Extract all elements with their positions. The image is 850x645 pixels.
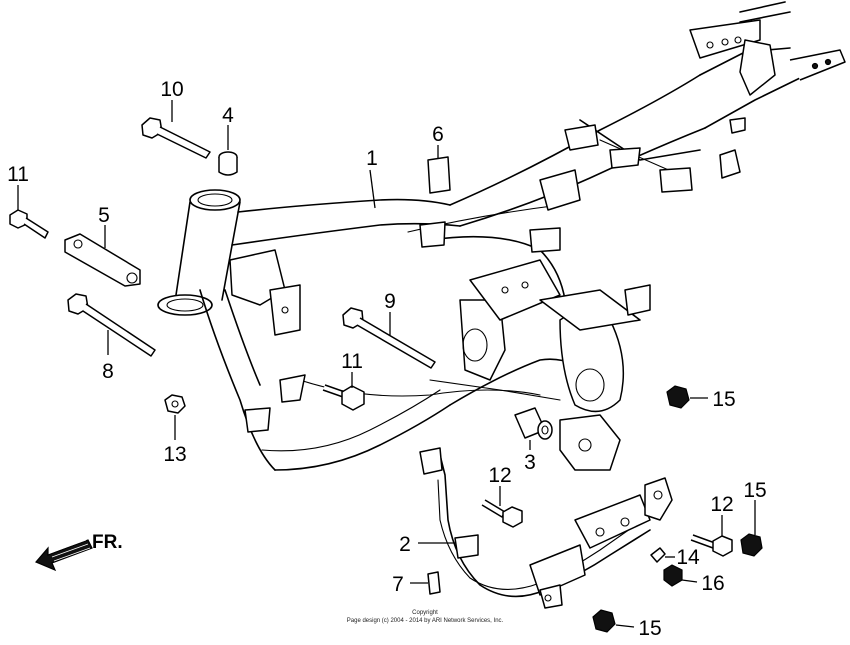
copyright-line-2: Page design (c) 2004 - 2014 by ARI Netwo… bbox=[347, 618, 504, 624]
direction-label: FR. bbox=[92, 532, 123, 553]
callout-15-top: 15 bbox=[712, 388, 735, 411]
bolt-12-center bbox=[481, 499, 523, 528]
callout-4: 4 bbox=[222, 104, 234, 127]
callout-15-right: 15 bbox=[743, 479, 766, 502]
callout-9: 9 bbox=[384, 290, 396, 313]
callout-7: 7 bbox=[392, 573, 404, 596]
nut-13 bbox=[164, 394, 186, 414]
callout-11-left: 11 bbox=[7, 163, 29, 186]
lower-cradle bbox=[419, 447, 673, 609]
callout-10: 10 bbox=[160, 78, 183, 101]
callout-8: 8 bbox=[102, 360, 114, 383]
callout-2: 2 bbox=[399, 533, 411, 556]
callout-3: 3 bbox=[524, 451, 536, 474]
callout-labels: 1 2 3 4 5 6 7 8 9 10 11 11 12 12 13 14 1… bbox=[7, 78, 767, 640]
nut-15-bottom bbox=[592, 609, 616, 633]
callout-13: 13 bbox=[163, 443, 186, 466]
copyright-line-1: Copyright bbox=[412, 610, 438, 616]
callout-12-right: 12 bbox=[710, 493, 733, 516]
callout-12-center: 12 bbox=[488, 464, 511, 487]
collar-3 bbox=[514, 407, 553, 440]
bolt-9 bbox=[342, 307, 436, 369]
collar-4 bbox=[218, 151, 238, 176]
callout-1: 1 bbox=[366, 147, 378, 170]
nut-15-top bbox=[666, 385, 690, 409]
plate-6 bbox=[427, 156, 451, 194]
nut-15-mid bbox=[740, 533, 763, 557]
bolt-12-right bbox=[690, 534, 733, 557]
bolt-11-left bbox=[9, 209, 49, 239]
bolt-10 bbox=[141, 117, 211, 159]
callout-5: 5 bbox=[98, 204, 110, 227]
bracket-5 bbox=[64, 233, 141, 287]
front-direction-arrow: FR. bbox=[35, 532, 123, 572]
copyright-notice: Copyright Page design (c) 2004 - 2014 by… bbox=[347, 610, 504, 624]
bolt-8 bbox=[67, 293, 156, 357]
bolt-11-center bbox=[322, 384, 365, 411]
leader-lines bbox=[17, 100, 756, 628]
main-frame bbox=[157, 1, 846, 471]
callout-16: 16 bbox=[701, 572, 724, 595]
spring-14 bbox=[650, 547, 666, 563]
plate-7 bbox=[427, 571, 441, 595]
callout-6: 6 bbox=[432, 123, 444, 146]
callout-15-bottom: 15 bbox=[638, 617, 661, 640]
callout-11-center: 11 bbox=[341, 350, 363, 373]
callout-14: 14 bbox=[676, 546, 700, 569]
